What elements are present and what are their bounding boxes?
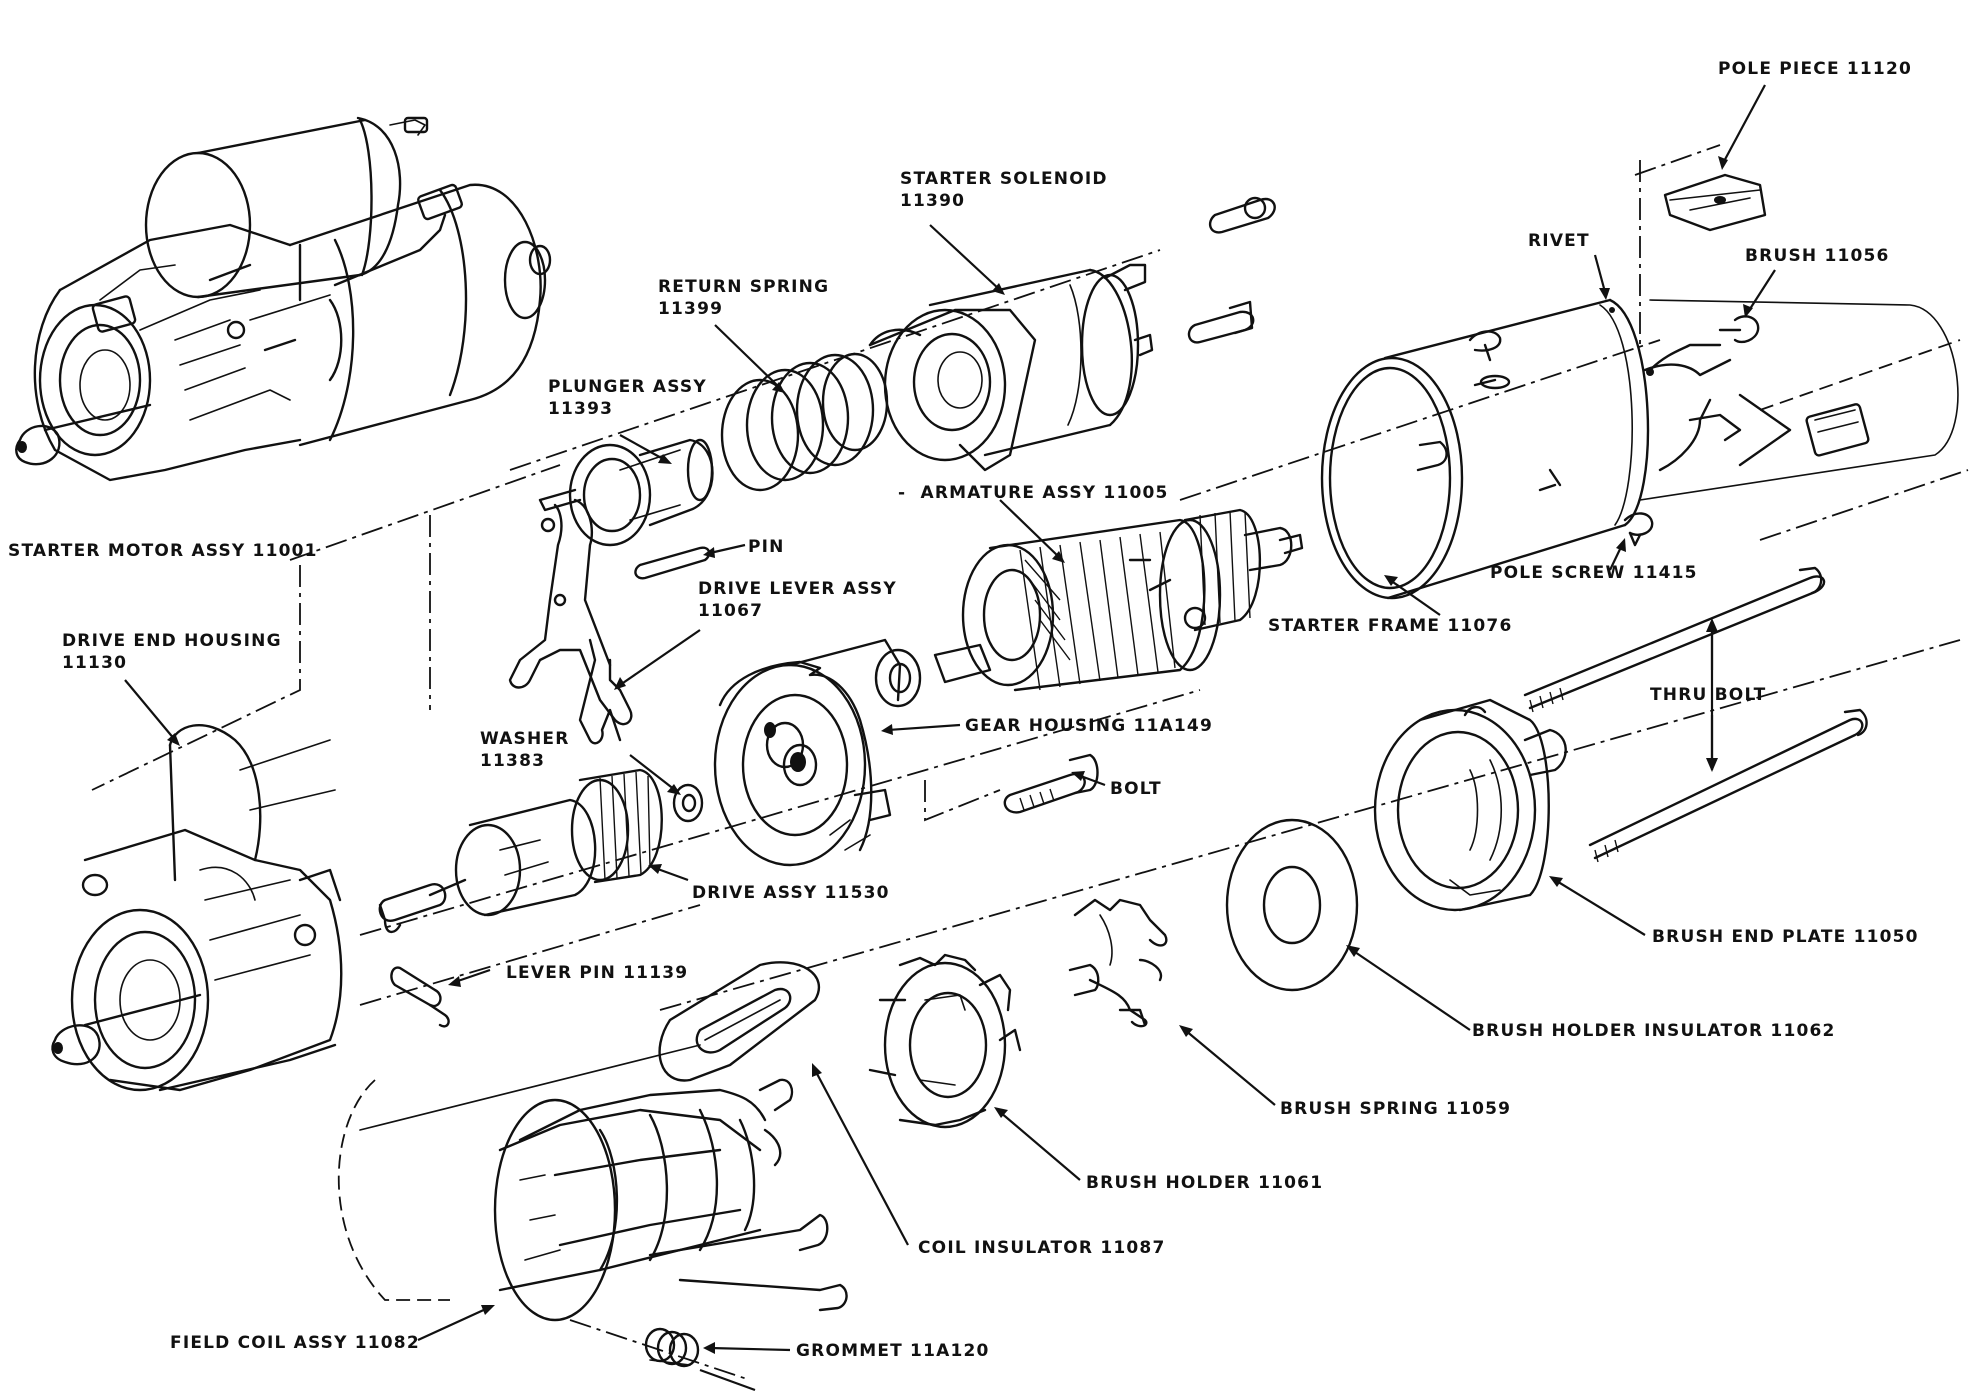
field-coil-assy-drawing (337, 1044, 848, 1322)
bolt-drawing (1003, 753, 1099, 814)
label-drive-assy: DRIVE ASSY 11530 (692, 883, 890, 903)
label-washer-num: 11383 (480, 751, 546, 771)
label-thru-bolt: THRU BOLT (1650, 685, 1767, 705)
brush-drawing (1646, 315, 1760, 376)
washer-drawing (672, 783, 704, 823)
label-plunger-assy-num: 11393 (548, 399, 614, 419)
label-pole-screw: POLE SCREW 11415 (1490, 563, 1698, 583)
label-brush-holder: BRUSH HOLDER 11061 (1086, 1173, 1324, 1193)
return-spring-drawing (720, 352, 889, 492)
pole-piece-drawing (1663, 173, 1767, 232)
leader-lines (124, 84, 1776, 1392)
frame-extension-drawing (1639, 299, 1959, 501)
label-rivet: RIVET (1528, 231, 1590, 251)
thru-bolts-drawing (1523, 566, 1868, 863)
label-grommet: GROMMET 11A120 (796, 1341, 990, 1361)
label-plunger-assy-name: PLUNGER ASSY (548, 377, 707, 397)
label-return-spring-num: 11399 (658, 299, 724, 319)
label-starter-motor-assy: STARTER MOTOR ASSY 11001 (8, 541, 318, 561)
brush-end-plate-drawing (1373, 698, 1567, 912)
label-field-coil-assy: FIELD COIL ASSY 11082 (170, 1333, 420, 1353)
label-pin: PIN (748, 537, 785, 557)
label-starter-solenoid-num: 11390 (900, 191, 966, 211)
label-armature-assy-text: ARMATURE ASSY 11005 (920, 483, 1169, 503)
label-drive-end-housing-name: DRIVE END HOUSING (62, 631, 282, 651)
label-starter-solenoid: STARTER SOLENOID 11390 (900, 168, 1108, 212)
label-drive-end-housing: DRIVE END HOUSING 11130 (62, 630, 282, 674)
brush-spring-drawing (1068, 898, 1168, 1028)
label-brush-holder-insulator: BRUSH HOLDER INSULATOR 11062 (1472, 1021, 1836, 1041)
label-drive-end-housing-num: 11130 (62, 653, 128, 673)
drive-lever-assy-drawing (508, 498, 633, 745)
label-lever-pin: LEVER PIN 11139 (506, 963, 689, 983)
label-return-spring-name: RETURN SPRING (658, 277, 830, 297)
label-armature-dash: - (898, 483, 921, 503)
armature-assy-drawing (933, 508, 1304, 692)
coil-insulator-drawing (658, 961, 821, 1082)
label-return-spring: RETURN SPRING 11399 (658, 276, 829, 320)
label-drive-lever-assy-name: DRIVE LEVER ASSY (698, 579, 897, 599)
label-bolt: BOLT (1110, 779, 1162, 799)
label-coil-insulator: COIL INSULATOR 11087 (918, 1238, 1166, 1258)
label-washer: WASHER 11383 (480, 728, 570, 772)
starter-frame-drawing (1320, 298, 1650, 600)
label-armature-assy: - ARMATURE ASSY 11005 (898, 482, 1169, 504)
lever-pin-drawing (390, 966, 450, 1028)
label-starter-solenoid-name: STARTER SOLENOID (900, 169, 1108, 189)
brush-holder-drawing (868, 953, 1022, 1129)
pole-screw-drawing (1623, 512, 1654, 547)
label-gear-housing: GEAR HOUSING 11A149 (965, 716, 1213, 736)
label-brush: BRUSH 11056 (1745, 246, 1890, 266)
drive-end-housing-drawing (51, 724, 343, 1092)
label-plunger-assy: PLUNGER ASSY 11393 (548, 376, 707, 420)
drive-assy-drawing (378, 768, 663, 934)
gear-housing-drawing (713, 638, 902, 867)
grommet-drawing (644, 1327, 700, 1368)
label-pole-piece: POLE PIECE 11120 (1718, 59, 1913, 79)
plunger-assy-drawing (538, 438, 714, 547)
label-brush-spring: BRUSH SPRING 11059 (1280, 1099, 1512, 1119)
solenoid-screws-drawing (1187, 196, 1276, 344)
starter-motor-assy-drawing (15, 116, 552, 482)
label-drive-lever-assy-num: 11067 (698, 601, 764, 621)
label-washer-name: WASHER (480, 729, 570, 749)
label-drive-lever-assy: DRIVE LEVER ASSY 11067 (698, 578, 897, 622)
label-brush-end-plate: BRUSH END PLATE 11050 (1652, 927, 1919, 947)
label-starter-frame: STARTER FRAME 11076 (1268, 616, 1513, 636)
pin-drawing (634, 546, 711, 580)
starter-solenoid-drawing (868, 263, 1154, 472)
brush-holder-insulator-drawing (1225, 818, 1359, 992)
assembly-centerlines (91, 144, 1969, 1381)
